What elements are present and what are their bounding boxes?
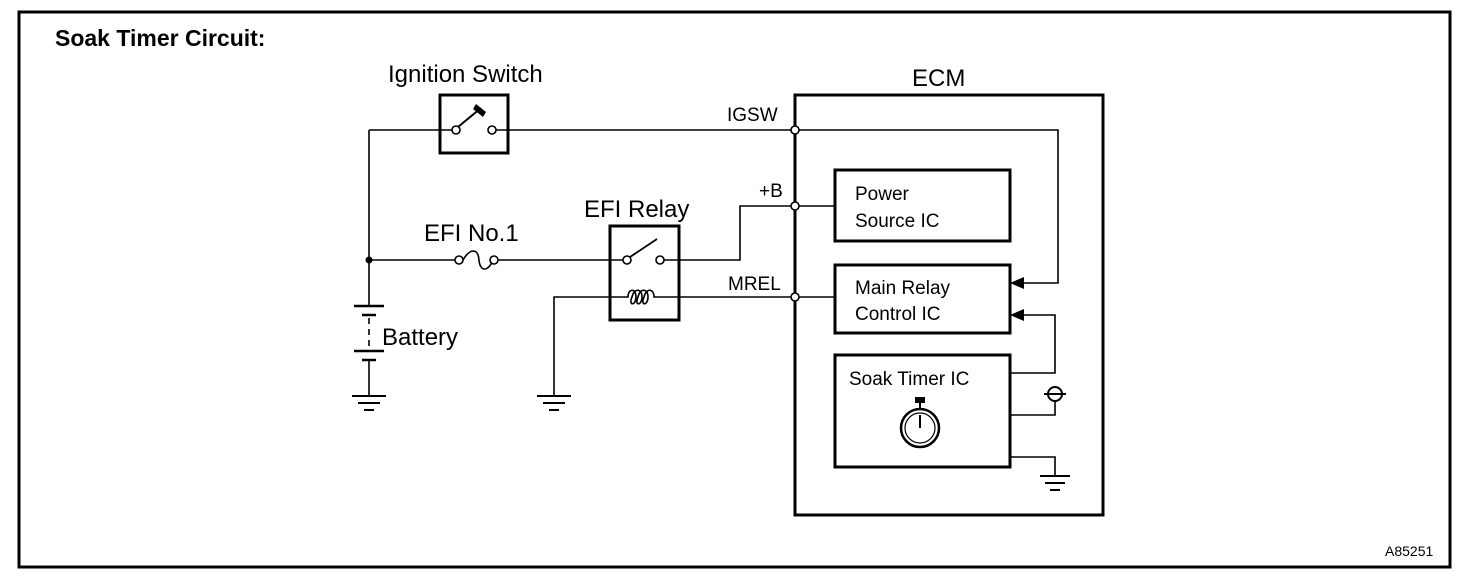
- plus-b-wire: [664, 205, 791, 261]
- igsw-terminal: [790, 125, 800, 135]
- ecm-box: [793, 93, 1105, 517]
- mrel-terminal-label: MREL: [728, 274, 781, 295]
- battery-ground-icon: [352, 395, 386, 411]
- switch-icon: [451, 104, 497, 135]
- arrow-icon: [1010, 309, 1024, 321]
- internal-supply-icon: [1044, 386, 1066, 402]
- soak-timer-ground-wire: [1010, 456, 1056, 476]
- relay-ground-icon: [537, 395, 571, 411]
- arrow-icon: [1010, 277, 1024, 289]
- main-relay-control-ic-label-line1: Main Relay: [855, 278, 951, 299]
- efi-relay-box: [608, 224, 681, 322]
- stopwatch-icon: [899, 397, 941, 449]
- fuse-icon: [454, 250, 499, 270]
- efi-relay-label: EFI Relay: [584, 196, 689, 223]
- igsw-terminal-label: IGSW: [727, 105, 778, 126]
- soak-timer-output-wire: [1010, 314, 1056, 374]
- relay-coil-icon: [624, 289, 666, 305]
- battery-label: Battery: [382, 324, 458, 351]
- reference-code: A85251: [1385, 543, 1433, 559]
- power-source-ic-label-line2: Source IC: [855, 211, 939, 232]
- soak-timer-ic-box: [833, 353, 1012, 469]
- soak-timer-supply-wire: [1010, 402, 1056, 416]
- soak-timer-ic-label: Soak Timer IC: [849, 369, 969, 390]
- main-relay-control-ic-box: [833, 263, 1012, 335]
- battery-symbol: [354, 304, 384, 396]
- relay-contact-icon: [622, 238, 665, 265]
- main-relay-control-ic-label-line2: Control IC: [855, 304, 941, 325]
- ecm-ground-icon: [1040, 475, 1070, 491]
- relay-ground-wire: [553, 296, 624, 396]
- power-source-ic-label-line1: Power: [855, 184, 910, 205]
- igsw-sense-wire: [799, 129, 1059, 284]
- ignition-switch-label: Ignition Switch: [388, 61, 543, 88]
- efi-fuse-label: EFI No.1: [424, 220, 519, 247]
- mrel-terminal: [790, 292, 800, 302]
- plus-b-terminal-label: +B: [759, 181, 783, 202]
- diagram-title: Soak Timer Circuit:: [55, 25, 265, 51]
- diagram-frame: [17, 10, 1452, 569]
- plus-b-terminal: [790, 201, 800, 211]
- ignition-switch-box: [438, 93, 510, 155]
- ecm-label: ECM: [912, 65, 965, 92]
